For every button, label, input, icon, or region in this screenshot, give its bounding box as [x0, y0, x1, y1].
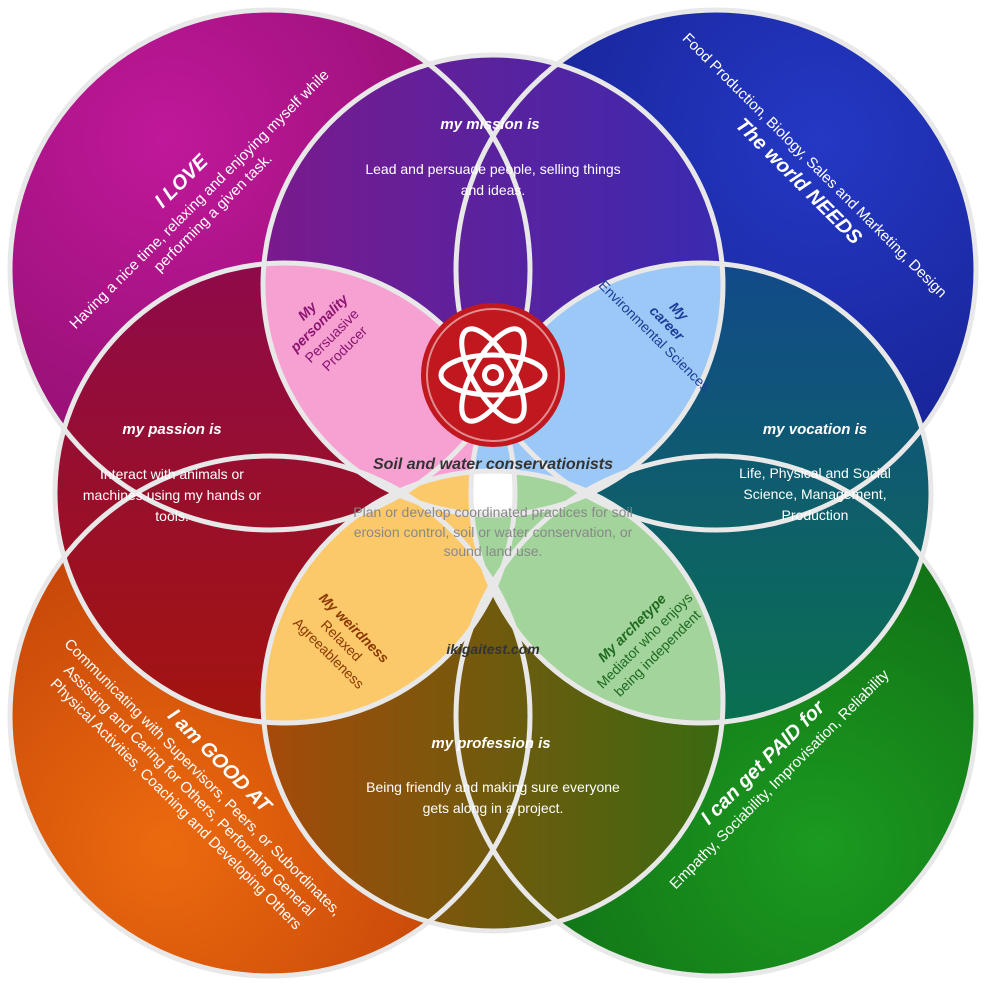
- profession-line-2: gets along in a project.: [423, 800, 564, 816]
- passion-line-2: machines using my hands or: [83, 487, 262, 503]
- vocation-line-1: Life, Physical and Social: [739, 465, 891, 481]
- center-desc-1: Plan or develop coordinated practices fo…: [353, 504, 632, 520]
- vocation-line-2: Science, Management,: [743, 486, 886, 502]
- passion-line-1: Interact with animals or: [100, 466, 244, 482]
- mission-line-1: Lead and persuade people, selling things: [365, 161, 620, 177]
- vocation-label: my vocation is Life, Physical and Social…: [739, 421, 891, 523]
- passion-label: my passion is Interact with animals or m…: [83, 421, 262, 524]
- vocation-line-3: Production: [782, 507, 849, 523]
- passion-line-3: tools.: [155, 508, 188, 524]
- profession-line-1: Being friendly and making sure everyone: [366, 779, 620, 795]
- atom-icon: [421, 303, 565, 447]
- mission-line-2: and ideas.: [461, 182, 526, 198]
- mission-title: my mission is: [440, 116, 539, 133]
- center-desc-2: erosion control, soil or water conservat…: [354, 524, 633, 540]
- center-desc-3: sound land use.: [444, 543, 543, 559]
- passion-title: my passion is: [122, 421, 221, 438]
- center-site: ikigaitest.com: [446, 641, 539, 657]
- center-title: Soil and water conservationists: [373, 456, 613, 473]
- vocation-title: my vocation is: [763, 421, 867, 438]
- circle-outlines: [7, 7, 979, 979]
- profession-title: my profession is: [431, 735, 550, 752]
- profession-label: my profession is Being friendly and maki…: [366, 735, 620, 816]
- mission-label: my mission is Lead and persuade people, …: [365, 116, 620, 198]
